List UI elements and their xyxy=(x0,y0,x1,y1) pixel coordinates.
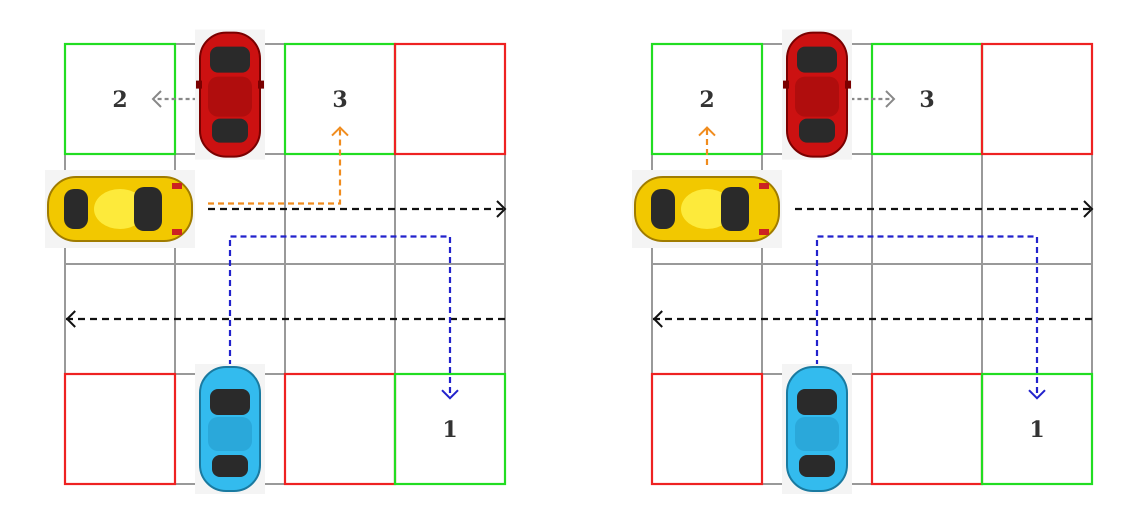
occupied-parking-cell xyxy=(650,372,764,486)
blue-car xyxy=(782,364,852,494)
yellow-path-arrow xyxy=(698,126,716,137)
red-car xyxy=(195,29,265,160)
goal-label-2: 2 xyxy=(112,87,127,113)
red-car-body xyxy=(782,31,852,158)
occupied-parking-cell xyxy=(870,372,984,486)
yellow-car-body xyxy=(634,176,780,242)
panel-2: 2 3 1 xyxy=(632,29,1094,494)
goal-label-1: 1 xyxy=(1029,417,1044,443)
yellow-path-arrow xyxy=(331,126,349,137)
occupied-parking-cell xyxy=(283,372,397,486)
red-path-arrow xyxy=(151,90,162,108)
occupied-parking-cell xyxy=(980,42,1094,156)
red-car xyxy=(782,29,852,160)
goal-label-3: 3 xyxy=(332,87,347,113)
lane-arrow-right xyxy=(496,200,507,218)
yellow-car-body xyxy=(47,176,193,242)
red-path-arrow xyxy=(885,90,896,108)
lane-arrow-left xyxy=(65,310,76,328)
red-car-body xyxy=(195,31,265,158)
goal-label-1: 1 xyxy=(442,417,457,443)
lane-arrow-left xyxy=(652,310,663,328)
yellow-car-path xyxy=(208,127,342,205)
occupied-parking-cell xyxy=(63,372,177,486)
free-parking-cell xyxy=(393,372,507,486)
blue-path-arrow xyxy=(441,389,459,400)
panel-1: 2 3 1 xyxy=(45,29,507,494)
yellow-car xyxy=(45,170,195,248)
blue-car-body xyxy=(786,366,848,492)
lane-arrow-right xyxy=(1083,200,1094,218)
blue-path-arrow xyxy=(1028,389,1046,400)
occupied-parking-cell xyxy=(393,42,507,156)
yellow-car xyxy=(632,170,782,248)
goal-label-3: 3 xyxy=(919,87,934,113)
free-parking-cell xyxy=(980,372,1094,486)
blue-car-body xyxy=(199,366,261,492)
blue-car xyxy=(195,364,265,494)
goal-label-2: 2 xyxy=(699,87,714,113)
